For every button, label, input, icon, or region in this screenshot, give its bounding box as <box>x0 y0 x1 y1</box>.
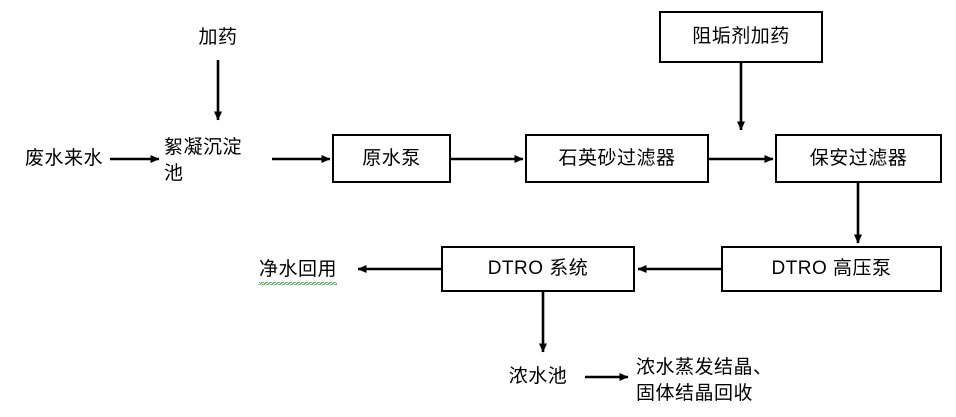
node-antiscalant-dosing: 阻垢剂加药 <box>659 11 823 63</box>
node-quartz-sand-filter: 石英砂过滤器 <box>525 134 709 183</box>
node-dtro-system: DTRO 系统 <box>441 246 635 292</box>
node-dtro-high-pressure-pump: DTRO 高压泵 <box>721 246 942 292</box>
node-purified-water-reuse: 净水回用 <box>248 255 348 287</box>
node-security-filter: 保安过滤器 <box>775 134 942 183</box>
node-raw-water-pump: 原水泵 <box>332 134 451 183</box>
node-coagulation-tank: 絮凝沉淀 池 <box>164 137 243 184</box>
purified-water-reuse-label: 净水回用 <box>258 257 337 285</box>
node-evaporation-crystallization: 浓水蒸发结晶、 固体结晶回收 <box>636 357 773 404</box>
node-dosing: 加药 <box>198 27 238 48</box>
node-concentrate-tank: 浓水池 <box>508 366 568 387</box>
node-influent: 废水来水 <box>24 148 103 169</box>
